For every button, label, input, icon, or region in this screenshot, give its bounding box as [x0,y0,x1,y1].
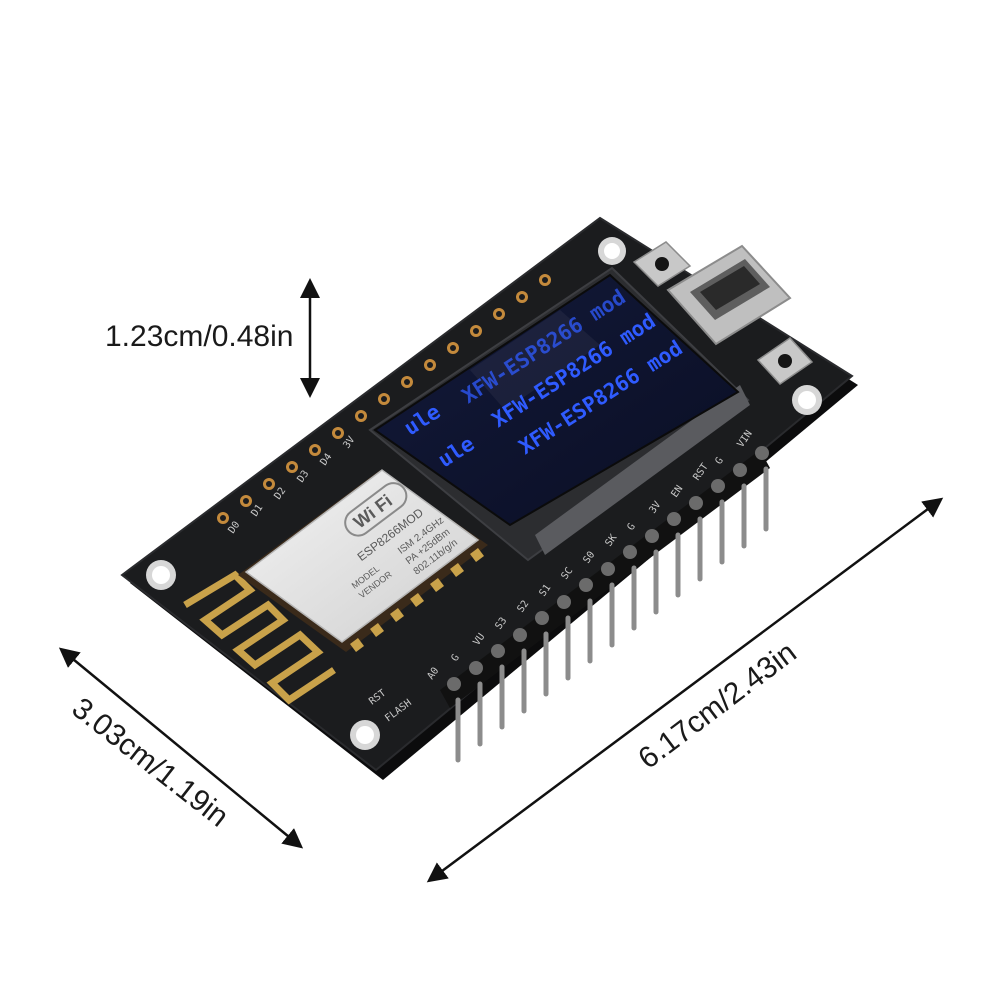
module-shield [244,469,480,643]
oled-screen [373,273,740,527]
dimension-arrows [58,278,944,883]
length-label: 6.17cm/2.43in [632,636,802,776]
height-label: 1.23cm/0.48in [105,320,293,353]
esp8266-module: Wi Fi ESP8266MOD ISM 2.4GHz PA +25dBm 80… [238,469,488,653]
length-arrow-icon [426,497,944,883]
flash-button-icon [756,337,814,385]
width-label: 3.03cm/1.19in [66,692,235,834]
bottom-header: A0 G VU S3 S2 S1 SC S0 SK G 3V EN RST G … [425,429,770,763]
reset-button-icon [632,241,692,287]
pin-label-g3: G [713,455,725,466]
pin-label-g: G [449,652,461,663]
width-arrow-icon [58,647,304,849]
pcb-antenna [183,570,336,705]
pin-label-g2: G [625,521,637,532]
usb-c-icon [666,244,792,346]
top-header: D0 D1 D2 D3 D4 3V [217,274,551,536]
